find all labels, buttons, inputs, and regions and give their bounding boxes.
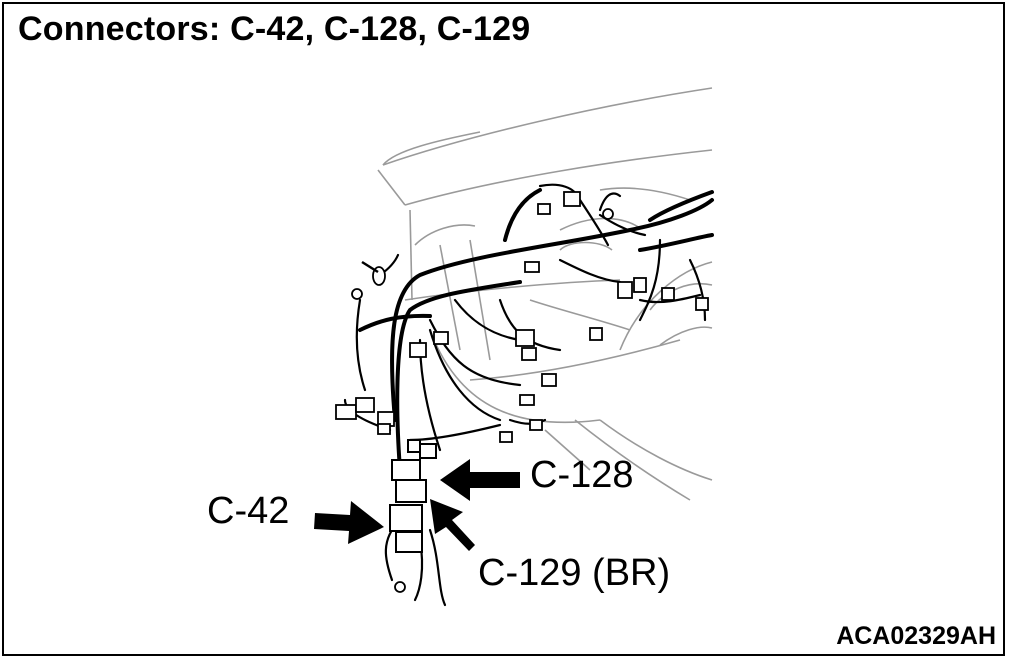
page-title: Connectors: C-42, C-128, C-129 (18, 10, 531, 48)
connector-block (519, 394, 535, 406)
connector-block (633, 277, 647, 293)
ground-terminals (351, 208, 614, 593)
arrow-c-42 (314, 501, 384, 544)
dashboard-outline (377, 87, 713, 501)
connector-block (419, 443, 437, 459)
connector-block (524, 261, 540, 273)
connector-block (377, 423, 391, 435)
connector-block (395, 531, 423, 553)
connector-block (407, 439, 421, 453)
ground-terminal (394, 581, 406, 593)
callout-label-c-42: C-42 (207, 490, 290, 532)
main-harness (358, 188, 714, 472)
callout-label-c-128: C-128 (530, 454, 634, 496)
ground-terminal (351, 288, 363, 300)
connector-block (589, 327, 603, 341)
connector-c-42-housing (389, 504, 423, 532)
connector-block (355, 397, 375, 413)
arrow-c-128 (440, 459, 520, 501)
connector-block (695, 297, 709, 311)
connector-block (537, 203, 551, 215)
callout-arrows (314, 459, 520, 551)
figure-id: ACA02329AH (836, 622, 996, 650)
callout-label-c-129: C-129 (BR) (478, 552, 671, 594)
connector-block (409, 342, 427, 358)
connector-block (521, 347, 537, 361)
connector-block (515, 329, 535, 347)
connector-block (529, 419, 543, 431)
connector-c-129-housing (395, 479, 427, 503)
connector-block (541, 373, 557, 387)
ground-terminal (602, 208, 614, 220)
connector-block (433, 331, 449, 345)
connector-c-128-housing (391, 459, 421, 481)
connector-cluster (389, 439, 437, 553)
harness-connectors (335, 191, 709, 443)
connector-block (661, 287, 675, 301)
connector-block (563, 191, 581, 207)
arrow-c-129 (430, 499, 475, 551)
connector-block (499, 431, 513, 443)
connector-block (335, 404, 357, 420)
grommet-bolt (361, 260, 379, 274)
connector-block (617, 281, 633, 299)
